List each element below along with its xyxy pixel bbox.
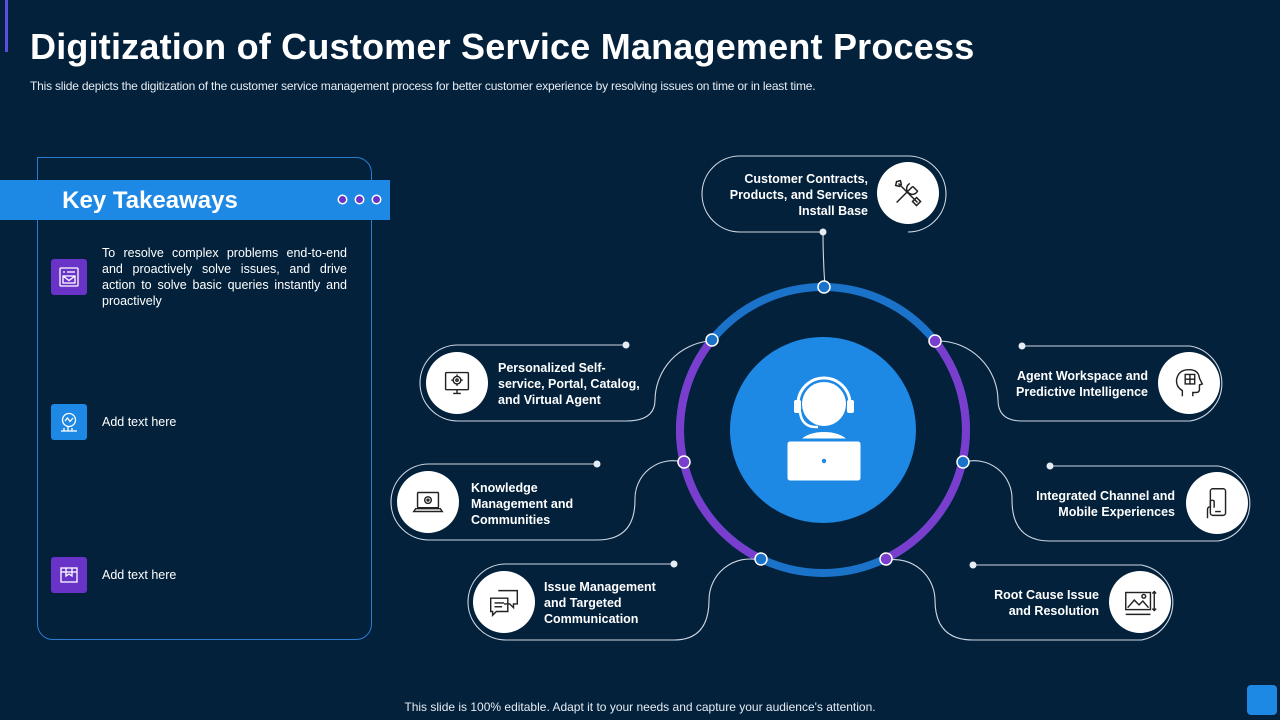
connector-top bbox=[822, 231, 826, 288]
node-outline-issue-management bbox=[467, 558, 760, 641]
takeaway-text: Add text here bbox=[102, 415, 177, 429]
analytics-icon bbox=[51, 404, 87, 440]
node-label-contracts: Customer Contracts,Products, and Service… bbox=[729, 172, 868, 218]
connector-end-dots bbox=[593, 228, 1054, 569]
node-outline-self-service bbox=[419, 340, 711, 422]
banner-dot-icon bbox=[373, 196, 380, 203]
node-label-self-service: Personalized Self-service, Portal, Catal… bbox=[498, 361, 640, 407]
key-takeaways-banner: Key Takeaways bbox=[0, 180, 390, 220]
ring-junction-dots bbox=[677, 280, 970, 566]
corner-decoration bbox=[1247, 685, 1277, 715]
chat-bubbles-icon bbox=[473, 571, 535, 633]
head-puzzle-icon bbox=[1158, 352, 1220, 414]
image-measure-icon bbox=[1109, 571, 1171, 633]
node-outline-root-cause bbox=[887, 559, 1174, 641]
title-accent-bar bbox=[5, 0, 8, 52]
laptop-gear-icon bbox=[397, 471, 459, 533]
page-subtitle: This slide depicts the digitization of t… bbox=[30, 79, 816, 93]
node-outline-integrated-channel bbox=[963, 460, 1251, 542]
page-title: Digitization of Customer Service Managem… bbox=[30, 26, 975, 67]
node-outline-knowledge bbox=[390, 460, 684, 541]
banner-dot-icon bbox=[356, 196, 363, 203]
mail-icon bbox=[51, 259, 87, 295]
key-takeaways-panel bbox=[37, 157, 372, 640]
node-outline-agent-workspace bbox=[937, 340, 1223, 422]
node-outline-contracts bbox=[701, 155, 947, 233]
monitor-gear-icon bbox=[426, 352, 488, 414]
customer-support-agent-icon bbox=[760, 366, 890, 496]
footer-note: This slide is 100% editable. Adapt it to… bbox=[404, 700, 876, 714]
box-icon bbox=[51, 557, 87, 593]
connector-lines bbox=[390, 155, 1251, 641]
takeaway-text: To resolve complex problems end-to-end a… bbox=[102, 246, 347, 308]
key-takeaways-heading: Key Takeaways bbox=[62, 187, 238, 214]
takeaway-text: Add text here bbox=[102, 568, 177, 582]
mobile-touch-icon bbox=[1186, 472, 1248, 534]
tools-icon bbox=[877, 162, 939, 224]
center-disc bbox=[730, 337, 916, 523]
banner-dot-icon bbox=[339, 196, 346, 203]
